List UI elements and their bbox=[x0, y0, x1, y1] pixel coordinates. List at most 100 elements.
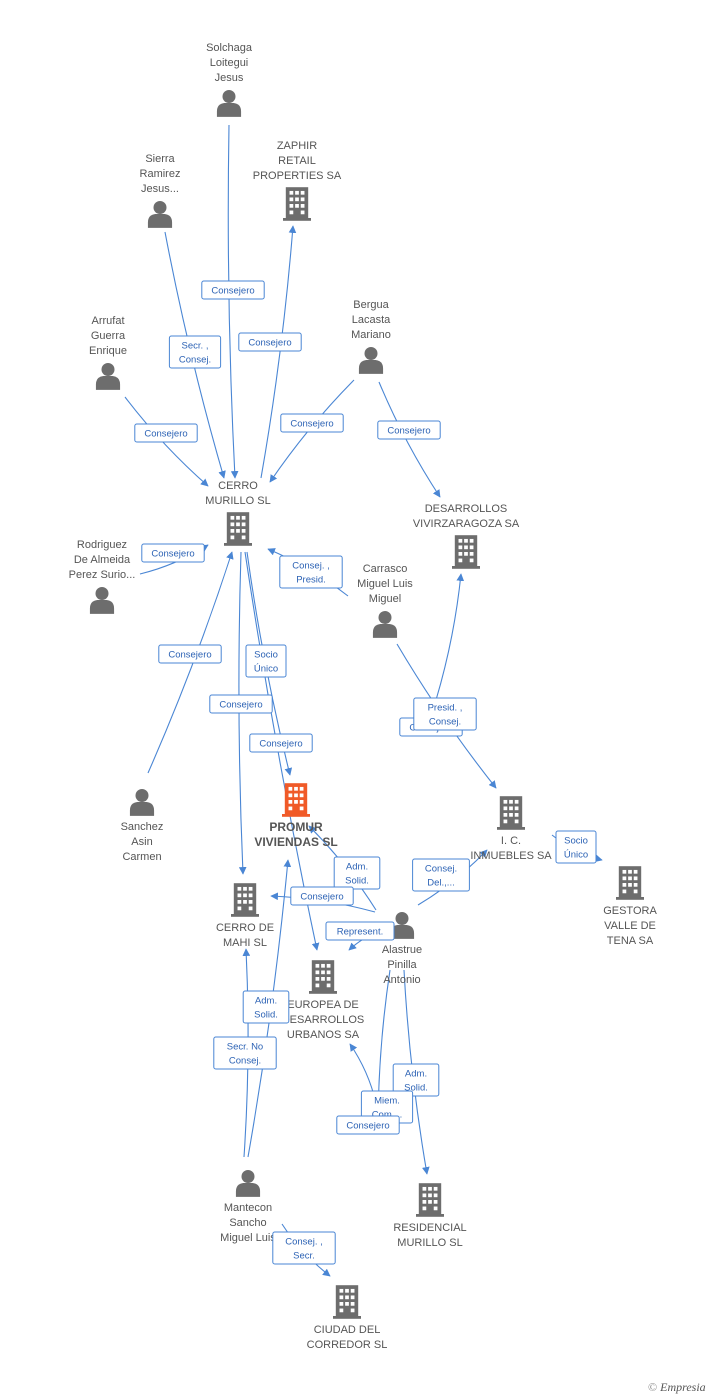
edge-label-arrufat-to-cerro_murillo[interactable]: Consejero bbox=[134, 423, 198, 443]
brand-name: Empresia bbox=[660, 1380, 706, 1394]
node-label-line: Perez Surio... bbox=[69, 569, 136, 581]
edge-label-cerro_murillo-to-zaphir[interactable]: Consejero bbox=[238, 332, 302, 352]
node-label-line: Miguel bbox=[369, 593, 401, 605]
person-icon bbox=[216, 90, 242, 117]
edge-label-alastrue-to-residencial[interactable]: Adm.Solid. bbox=[392, 1063, 440, 1097]
edge-label-text: Socio bbox=[564, 836, 588, 847]
edge-label-text: Consej. , bbox=[285, 1237, 323, 1248]
node-ic_inmuebles[interactable]: I. C.INMUEBLES SA bbox=[470, 796, 552, 862]
edge-label-text: Consej. bbox=[229, 1056, 261, 1067]
edge-label-text: Consej. bbox=[429, 717, 461, 728]
edge-label-text: Miem. bbox=[374, 1096, 400, 1107]
edge-label-alastrue-to-europea[interactable]: Represent. bbox=[325, 921, 395, 941]
company-icon bbox=[333, 1285, 361, 1319]
edge-label-text: Presid. , bbox=[428, 703, 463, 714]
edge-label-box bbox=[238, 332, 302, 352]
copyright-symbol: © bbox=[648, 1380, 658, 1394]
edge-label-text: Adm. bbox=[346, 862, 368, 873]
node-label-line: INMUEBLES SA bbox=[470, 850, 552, 862]
person-icon bbox=[235, 1170, 261, 1197]
edge-label-text: Presid. bbox=[296, 575, 326, 586]
edge-label-text: Consej. bbox=[425, 864, 457, 875]
edge-label-alastrue-to-promur[interactable]: Adm.Solid. bbox=[333, 856, 381, 890]
edge-label-carrasco-to-cerro_murillo[interactable]: Consej. ,Presid. bbox=[279, 555, 343, 589]
node-label-line: GESTORA bbox=[603, 905, 657, 917]
footer-brand[interactable]: © Empresia bbox=[648, 1380, 706, 1395]
node-label-line: PROPERTIES SA bbox=[253, 170, 342, 182]
node-label-line: Antonio bbox=[383, 974, 420, 986]
company-icon bbox=[452, 535, 480, 569]
edge-label-bergua-to-cerro_murillo[interactable]: Consejero bbox=[280, 413, 344, 433]
edge-label-box bbox=[280, 413, 344, 433]
edge-label-box bbox=[333, 856, 381, 890]
edge-label-alastrue-to-cerro_mahi[interactable]: Consejero bbox=[290, 886, 354, 906]
edge-label-alastrue-to-ic_inmuebles[interactable]: Consej. Del.,... bbox=[412, 858, 470, 892]
edge-label-text: Consejero bbox=[346, 1121, 389, 1132]
node-label-line: Pinilla bbox=[387, 959, 417, 971]
node-label-line: CERRO DE bbox=[216, 922, 274, 934]
edge-label-text: Consejero bbox=[144, 429, 187, 440]
company-icon bbox=[224, 512, 252, 546]
edge-label-box bbox=[168, 335, 222, 369]
node-label-line: Solchaga bbox=[206, 42, 253, 54]
node-label-line: Sanchez bbox=[121, 821, 164, 833]
edge-label-rodriguez-to-cerro_murillo[interactable]: Consejero bbox=[141, 543, 205, 563]
node-label-line: Alastrue bbox=[382, 944, 422, 956]
edge-label-box bbox=[245, 644, 287, 678]
edge-label-text: Del.,... bbox=[427, 878, 454, 889]
edge-label-text: Consej. bbox=[179, 355, 211, 366]
focus-company-icon bbox=[282, 783, 310, 817]
edge-label-mantecon-to-promur[interactable]: Adm.Solid. bbox=[242, 990, 290, 1024]
node-label-line: ZAPHIR bbox=[277, 140, 317, 152]
node-sierra[interactable]: SierraRamirezJesus... bbox=[140, 153, 181, 228]
edge-label-bergua-to-desarrollos_viv[interactable]: Consejero bbox=[377, 420, 441, 440]
edge-label-alastrue-to-desarrollos_viv[interactable]: Presid. , Consej. bbox=[413, 697, 477, 731]
edge-label-solchaga-to-cerro_murillo[interactable]: Consejero bbox=[201, 280, 265, 300]
node-label-line: DESARROLLOS bbox=[425, 503, 508, 515]
edge-label-mantecon-to-cerro_mahi[interactable]: Secr. No Consej. bbox=[213, 1036, 277, 1070]
edge-label-text: Único bbox=[254, 664, 278, 675]
node-label-line: Asin bbox=[131, 836, 152, 848]
edge-label-mantecon-to-ciudad[interactable]: Consej. ,Secr. bbox=[272, 1231, 336, 1265]
edge-label-sierra-to-cerro_murillo[interactable]: Secr. ,Consej. bbox=[168, 335, 222, 369]
edge-label-box bbox=[377, 420, 441, 440]
edge-label-text: Secr. No bbox=[227, 1042, 263, 1053]
node-label-line: De Almeida bbox=[74, 554, 131, 566]
edge-label-alastrue-to-ciudad[interactable]: Miem.Com.... bbox=[360, 1090, 414, 1124]
edge-label-text: Consejero bbox=[259, 739, 302, 750]
edge-label-text: Socio bbox=[254, 650, 278, 661]
person-icon bbox=[129, 789, 155, 816]
node-label-line: Lacasta bbox=[352, 314, 391, 326]
node-label-line: PROMUR bbox=[269, 820, 323, 834]
edge-label-ciudad-to-europea[interactable]: Consejero bbox=[336, 1115, 400, 1135]
nodes-layer: SolchagaLoiteguiJesusZAPHIRRETAILPROPERT… bbox=[69, 42, 658, 1351]
edge-label-sanchez-to-cerro_murillo[interactable]: Consejero bbox=[158, 644, 222, 664]
edge-label-box bbox=[242, 990, 290, 1024]
company-icon bbox=[416, 1183, 444, 1217]
person-icon bbox=[372, 611, 398, 638]
edge-label-text: Consejero bbox=[211, 286, 254, 297]
edge-label-cerro_murillo-to-cerro_mahi[interactable]: Consejero bbox=[209, 694, 273, 714]
company-icon bbox=[309, 960, 337, 994]
edge-label-cerro_murillo-to-europea[interactable]: Consejero bbox=[249, 733, 313, 753]
